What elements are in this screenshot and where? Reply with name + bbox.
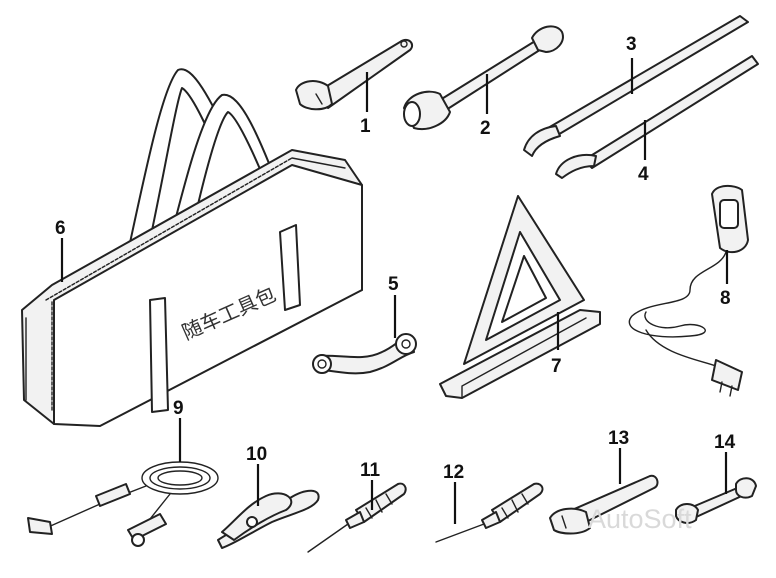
part-number-7: 7 [551,356,562,377]
air-hose-9 [27,461,219,547]
part-number-1: 1 [360,116,371,137]
tool-bag: 随车工具包 [21,68,363,427]
screwdriver-11 [307,482,407,553]
warning-triangle-7 [439,195,601,399]
part-number-13: 13 [608,428,629,449]
part-number-9: 9 [173,398,184,419]
part-number-11: 11 [360,460,381,481]
adjustable-wrench-13 [549,474,659,535]
pry-bar-3 [523,15,749,157]
leader-lines [60,58,729,524]
part-number-5: 5 [388,274,399,295]
ring-spanner-5 [312,333,417,375]
part-number-12: 12 [443,462,464,483]
part-number-2: 2 [480,118,491,139]
part-number-10: 10 [246,444,267,465]
pry-bar-4 [555,55,759,179]
part-number-4: 4 [638,164,649,185]
part-number-8: 8 [720,288,731,309]
watermark-text: AutoSoft [588,504,692,534]
spanner-14 [675,477,757,524]
screwdriver-12 [435,482,544,543]
adjustable-wrench-1 [295,38,414,111]
part-number-3: 3 [626,34,637,55]
part-number-14: 14 [714,432,736,453]
pliers-10 [217,489,320,549]
part-number-6: 6 [55,218,66,239]
wheel-nut-wrench-2 [403,25,564,130]
